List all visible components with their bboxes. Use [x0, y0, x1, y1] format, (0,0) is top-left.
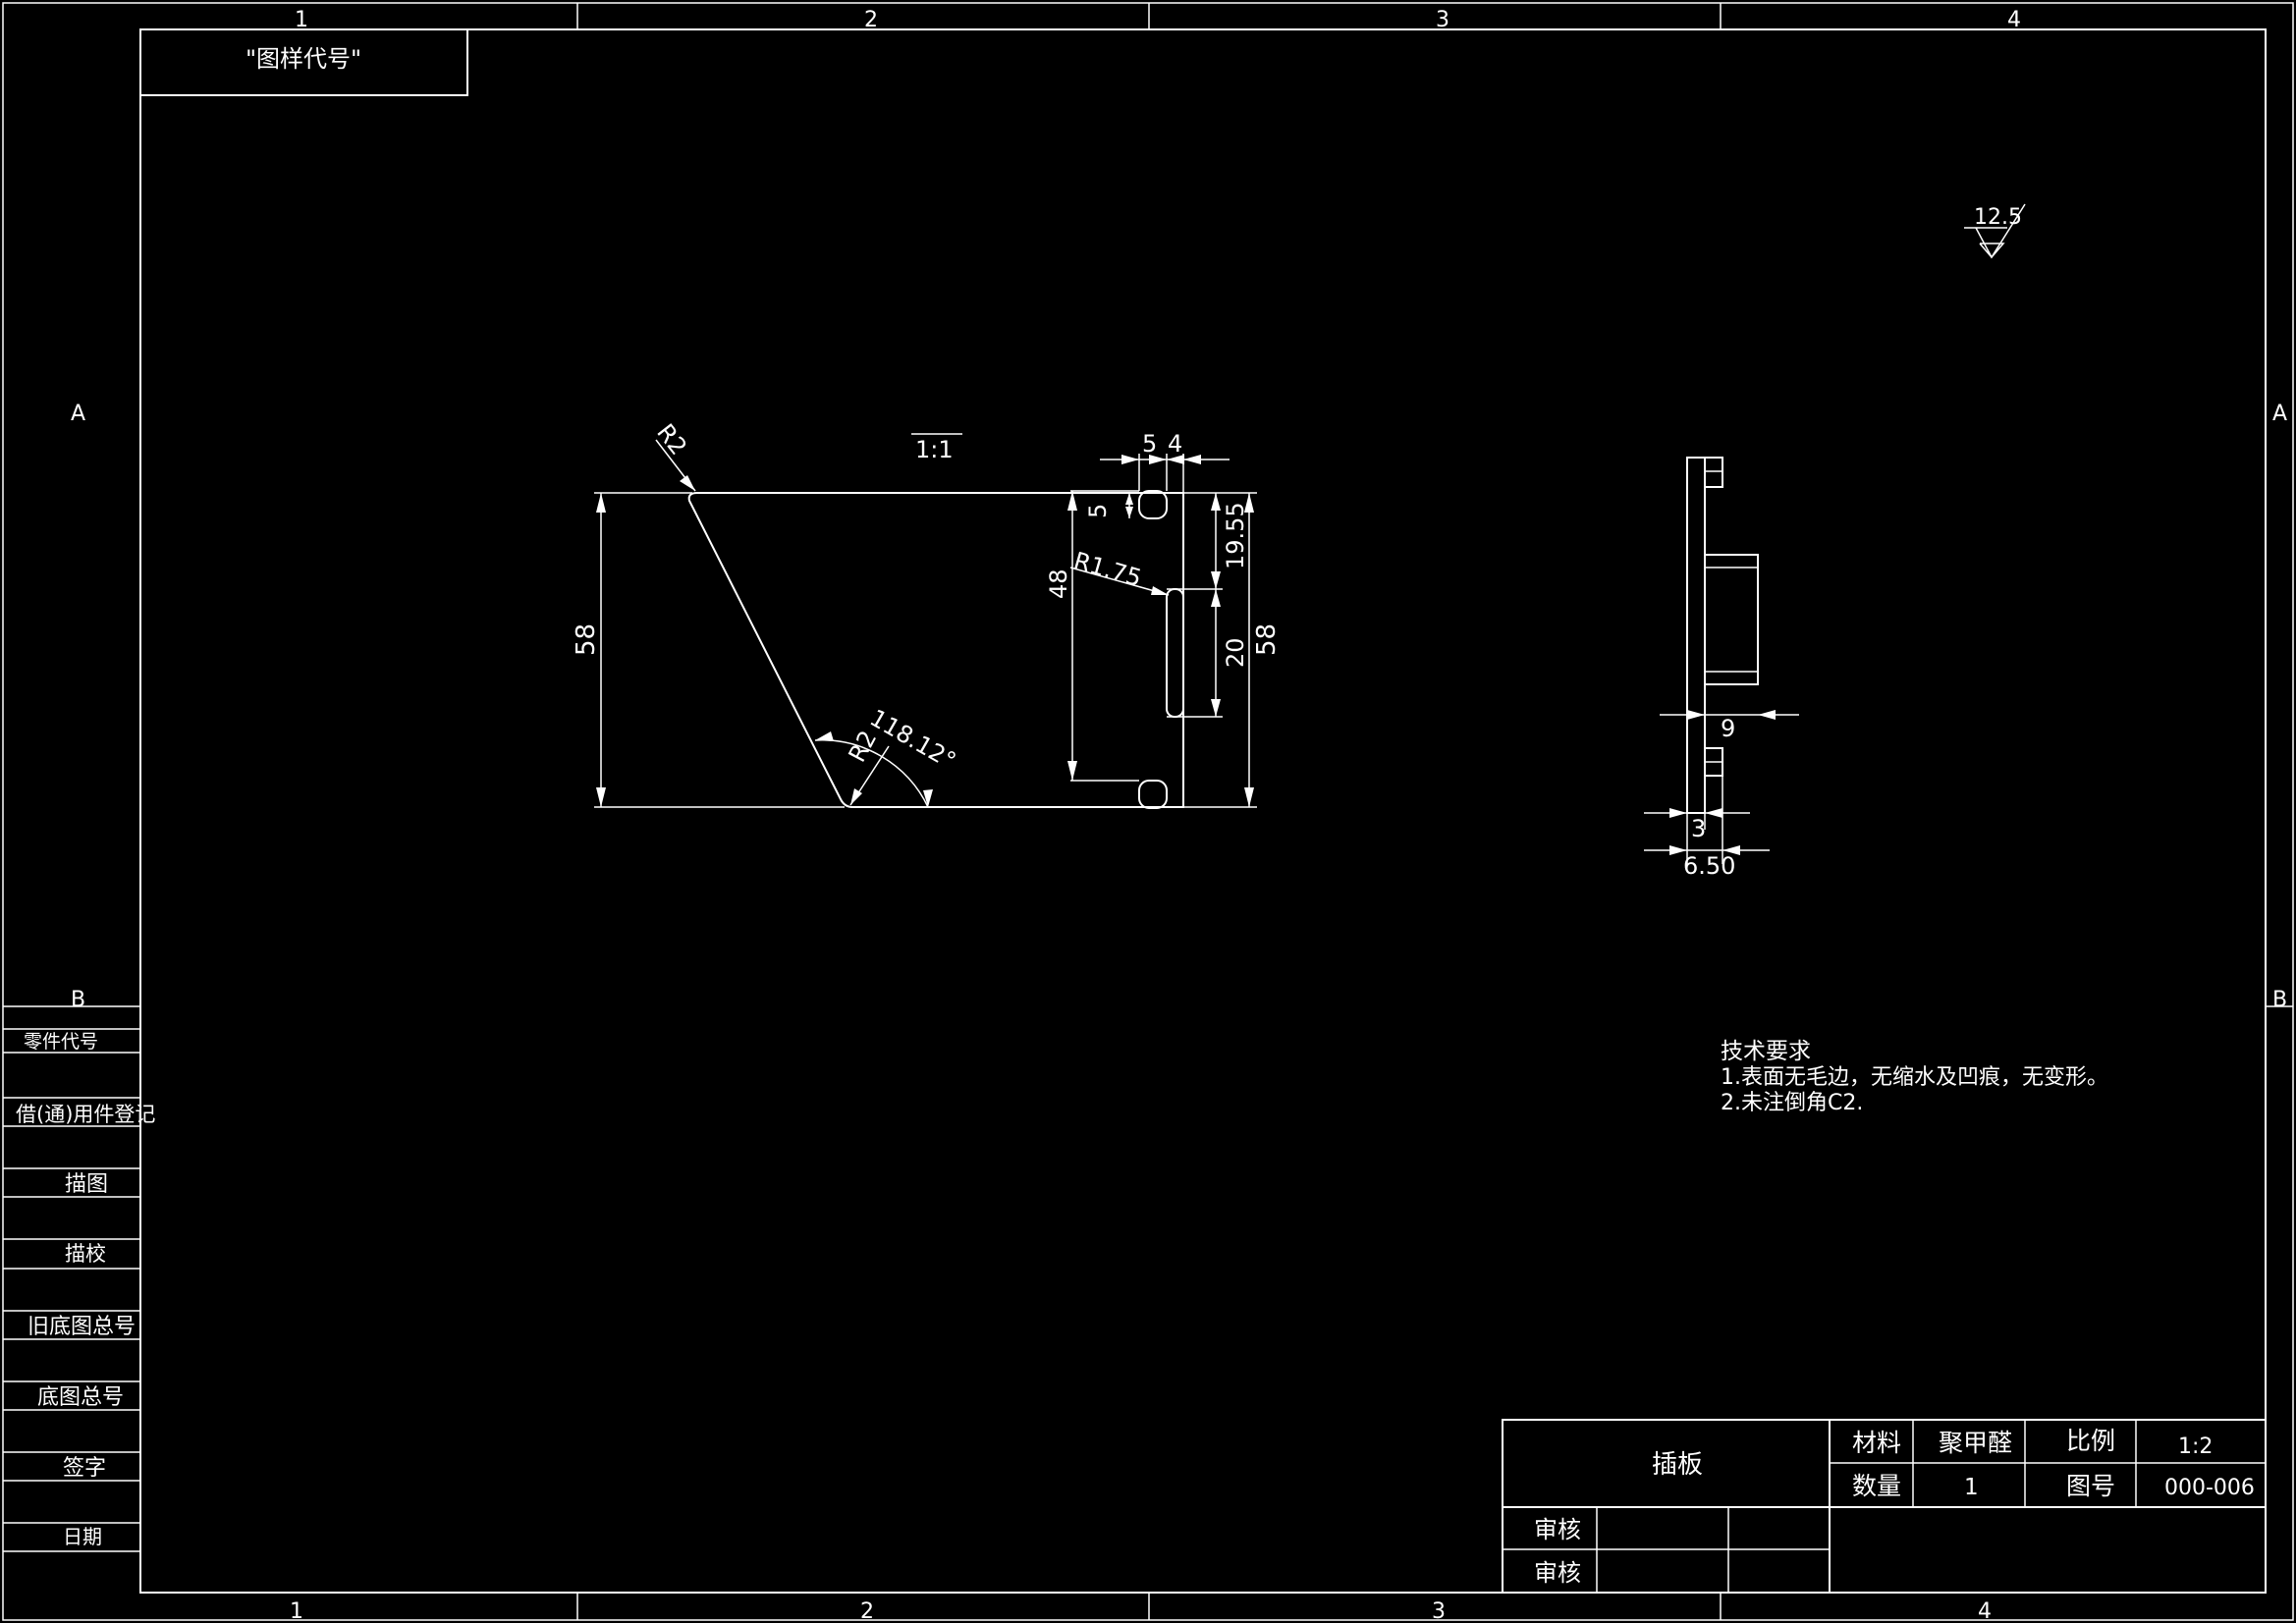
tech-req-line-2: 2.未注倒角C2.: [1721, 1091, 1863, 1115]
dim-height-right: 58: [1252, 623, 1282, 656]
front-view-outline: [687, 492, 1184, 808]
dim-r-slot: R1.75: [1070, 547, 1144, 592]
side-plate: [1686, 457, 1706, 814]
title-scale-value: 1:2: [2178, 1434, 2213, 1459]
zone-col-4-top: 4: [2007, 8, 2021, 32]
title-material-label: 材料: [1852, 1429, 1901, 1457]
side-view: [1644, 457, 1799, 864]
surface-finish-symbol: [1964, 203, 2026, 259]
title-review-2: 审核: [1534, 1559, 1581, 1587]
tech-req-line-1: 1.表面无毛边，无缩水及凹痕，无变形。: [1721, 1065, 2108, 1090]
dim-side-6-50: 6.50: [1683, 852, 1735, 880]
drawing-code-label: "图样代号": [246, 45, 361, 73]
strip-tracing: 描图: [65, 1172, 108, 1197]
dim-side-3: 3: [1691, 815, 1706, 842]
side-top-tab: [1704, 457, 1723, 488]
zone-col-2-bottom: 2: [860, 1599, 874, 1623]
dim-height-left: 58: [572, 623, 601, 656]
title-material-value: 聚甲醛: [1939, 1429, 2012, 1457]
top-slot: [1138, 490, 1168, 519]
dim-r-top: R2: [651, 418, 692, 460]
left-strip-table: [3, 1028, 140, 1552]
title-review-1: 审核: [1534, 1516, 1581, 1543]
dim-slot-len-20: 20: [1222, 637, 1249, 668]
middle-slot: [1166, 588, 1184, 718]
title-block: [1502, 1419, 2267, 1594]
zone-col-3-bottom: 3: [1432, 1599, 1446, 1623]
zone-col-3-top: 3: [1436, 8, 1449, 32]
side-boss: [1704, 554, 1759, 685]
front-view: [594, 439, 1257, 809]
surface-finish-value: 12.5: [1974, 205, 2022, 230]
inner-frame: [139, 28, 2267, 1594]
tech-req-title: 技术要求: [1721, 1039, 1811, 1064]
dim-offset-19-55: 19.55: [1222, 502, 1249, 569]
zone-row-a-right: A: [2272, 402, 2287, 426]
zone-col-2-top: 2: [864, 8, 878, 32]
strip-old-base-no: 旧底图总号: [27, 1315, 136, 1339]
zone-row-b-right: B: [2272, 988, 2287, 1012]
strip-base-no: 底图总号: [37, 1385, 124, 1410]
dim-width-5: 5: [1142, 430, 1157, 458]
title-drawing-no-value: 000-006: [2164, 1476, 2255, 1500]
title-drawing-no-label: 图号: [2066, 1472, 2115, 1500]
strip-borrowed-register: 借(通)用件登记: [16, 1103, 155, 1126]
dim-side-9: 9: [1721, 715, 1735, 742]
strip-signature: 签字: [63, 1456, 106, 1481]
dim-width-4: 4: [1168, 430, 1182, 458]
zone-col-4-bottom: 4: [1978, 1599, 1992, 1623]
dim-total-48: 48: [1045, 568, 1072, 599]
bottom-slot: [1138, 780, 1168, 809]
dim-slot-top-5: 5: [1084, 504, 1112, 518]
zone-row-a-left: A: [71, 402, 85, 426]
drawing-code-box: [139, 28, 468, 96]
strip-tracing-check: 描校: [65, 1242, 106, 1266]
zone-row-b-left: B: [71, 988, 85, 1012]
zone-col-1-bottom: 1: [290, 1599, 303, 1623]
title-qty-value: 1: [1964, 1475, 1979, 1500]
view-scale-label: 1:1: [915, 436, 954, 463]
strip-part-code: 零件代号: [24, 1031, 98, 1053]
zone-col-1-top: 1: [295, 8, 308, 32]
title-scale-label: 比例: [2066, 1427, 2115, 1455]
strip-date: 日期: [63, 1525, 102, 1548]
title-qty-label: 数量: [1852, 1472, 1901, 1500]
title-part-name: 插板: [1652, 1450, 1703, 1480]
